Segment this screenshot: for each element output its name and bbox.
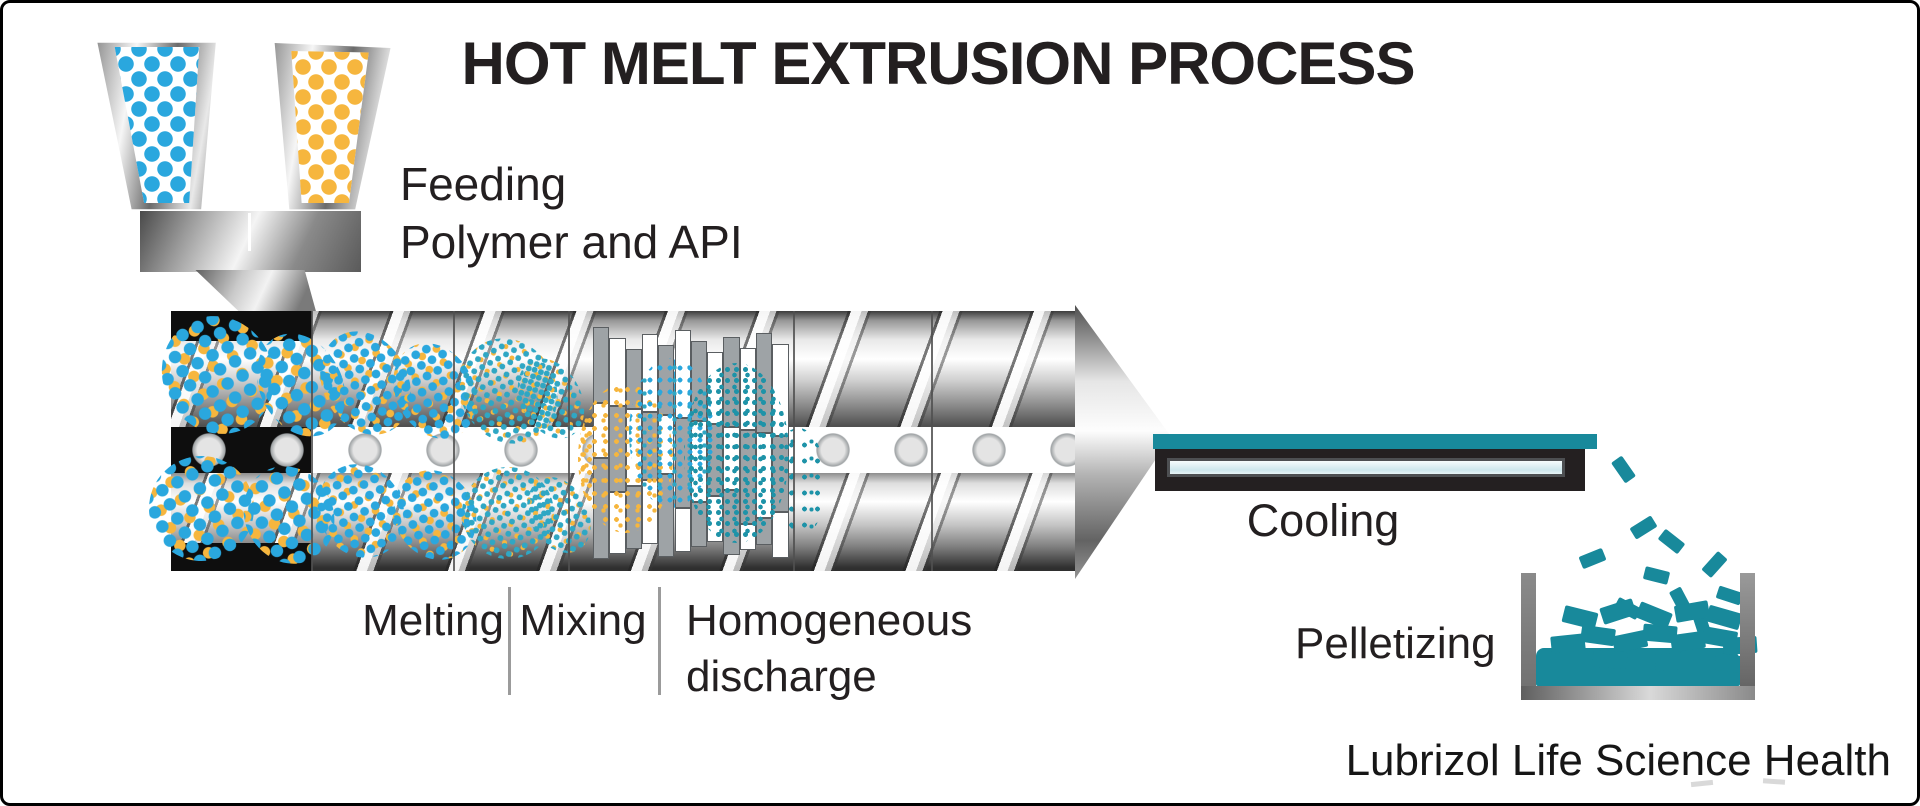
barrel-seam — [793, 311, 795, 571]
cooling-belt-inner-strip — [1167, 458, 1565, 477]
barrel-seam — [453, 311, 455, 571]
extrudate-strand — [1153, 434, 1597, 449]
pellet-container-bottom — [1521, 686, 1755, 700]
pellet — [1657, 528, 1686, 555]
melting-label: Melting — [362, 596, 504, 645]
pellet — [1611, 455, 1636, 484]
pellet-container-right-wall — [1740, 573, 1755, 700]
pellet — [1599, 598, 1637, 625]
feed-funnel-icon — [195, 270, 317, 315]
kneading-block — [674, 508, 691, 552]
pellet — [1561, 605, 1599, 630]
discharge-label-line1: Homogeneous — [686, 596, 973, 645]
cooling-label: Cooling — [1246, 495, 1400, 546]
pellet — [1592, 649, 1628, 670]
discharge-label-line2: discharge — [686, 652, 877, 701]
brand-text: Lubrizol Life Science Health — [1345, 736, 1891, 785]
barrel-seam — [568, 311, 570, 571]
mixing-label: Mixing — [519, 596, 647, 645]
barrel-seam — [931, 311, 933, 571]
discharge-label: Homogeneous discharge — [686, 593, 972, 705]
diagram-title: HOT MELT EXTRUSION PROCESS — [461, 30, 1416, 97]
barrel-seam — [311, 311, 313, 571]
zone-divider-melting-mixing — [508, 587, 511, 695]
pellet-container-left-wall — [1521, 573, 1536, 700]
pellet — [1578, 547, 1607, 570]
pellet — [1654, 651, 1690, 672]
scan-artifact — [1690, 779, 1714, 788]
zone-divider-mixing-discharge — [658, 587, 661, 695]
pellet — [1642, 566, 1671, 585]
feeding-label: Feeding Polymer and API — [400, 155, 743, 271]
pelletizing-label: Pelletizing — [1295, 619, 1496, 668]
pellet — [1629, 515, 1658, 540]
pellet — [1701, 550, 1728, 579]
particle-speckles — [683, 363, 789, 543]
pellet — [1579, 624, 1617, 647]
feed-block-seam — [248, 213, 251, 251]
kneading-block — [772, 512, 789, 558]
pellet-pile — [1536, 648, 1740, 686]
feeding-label-line1: Feeding — [400, 158, 567, 210]
feeding-label-line2: Polymer and API — [400, 216, 743, 268]
